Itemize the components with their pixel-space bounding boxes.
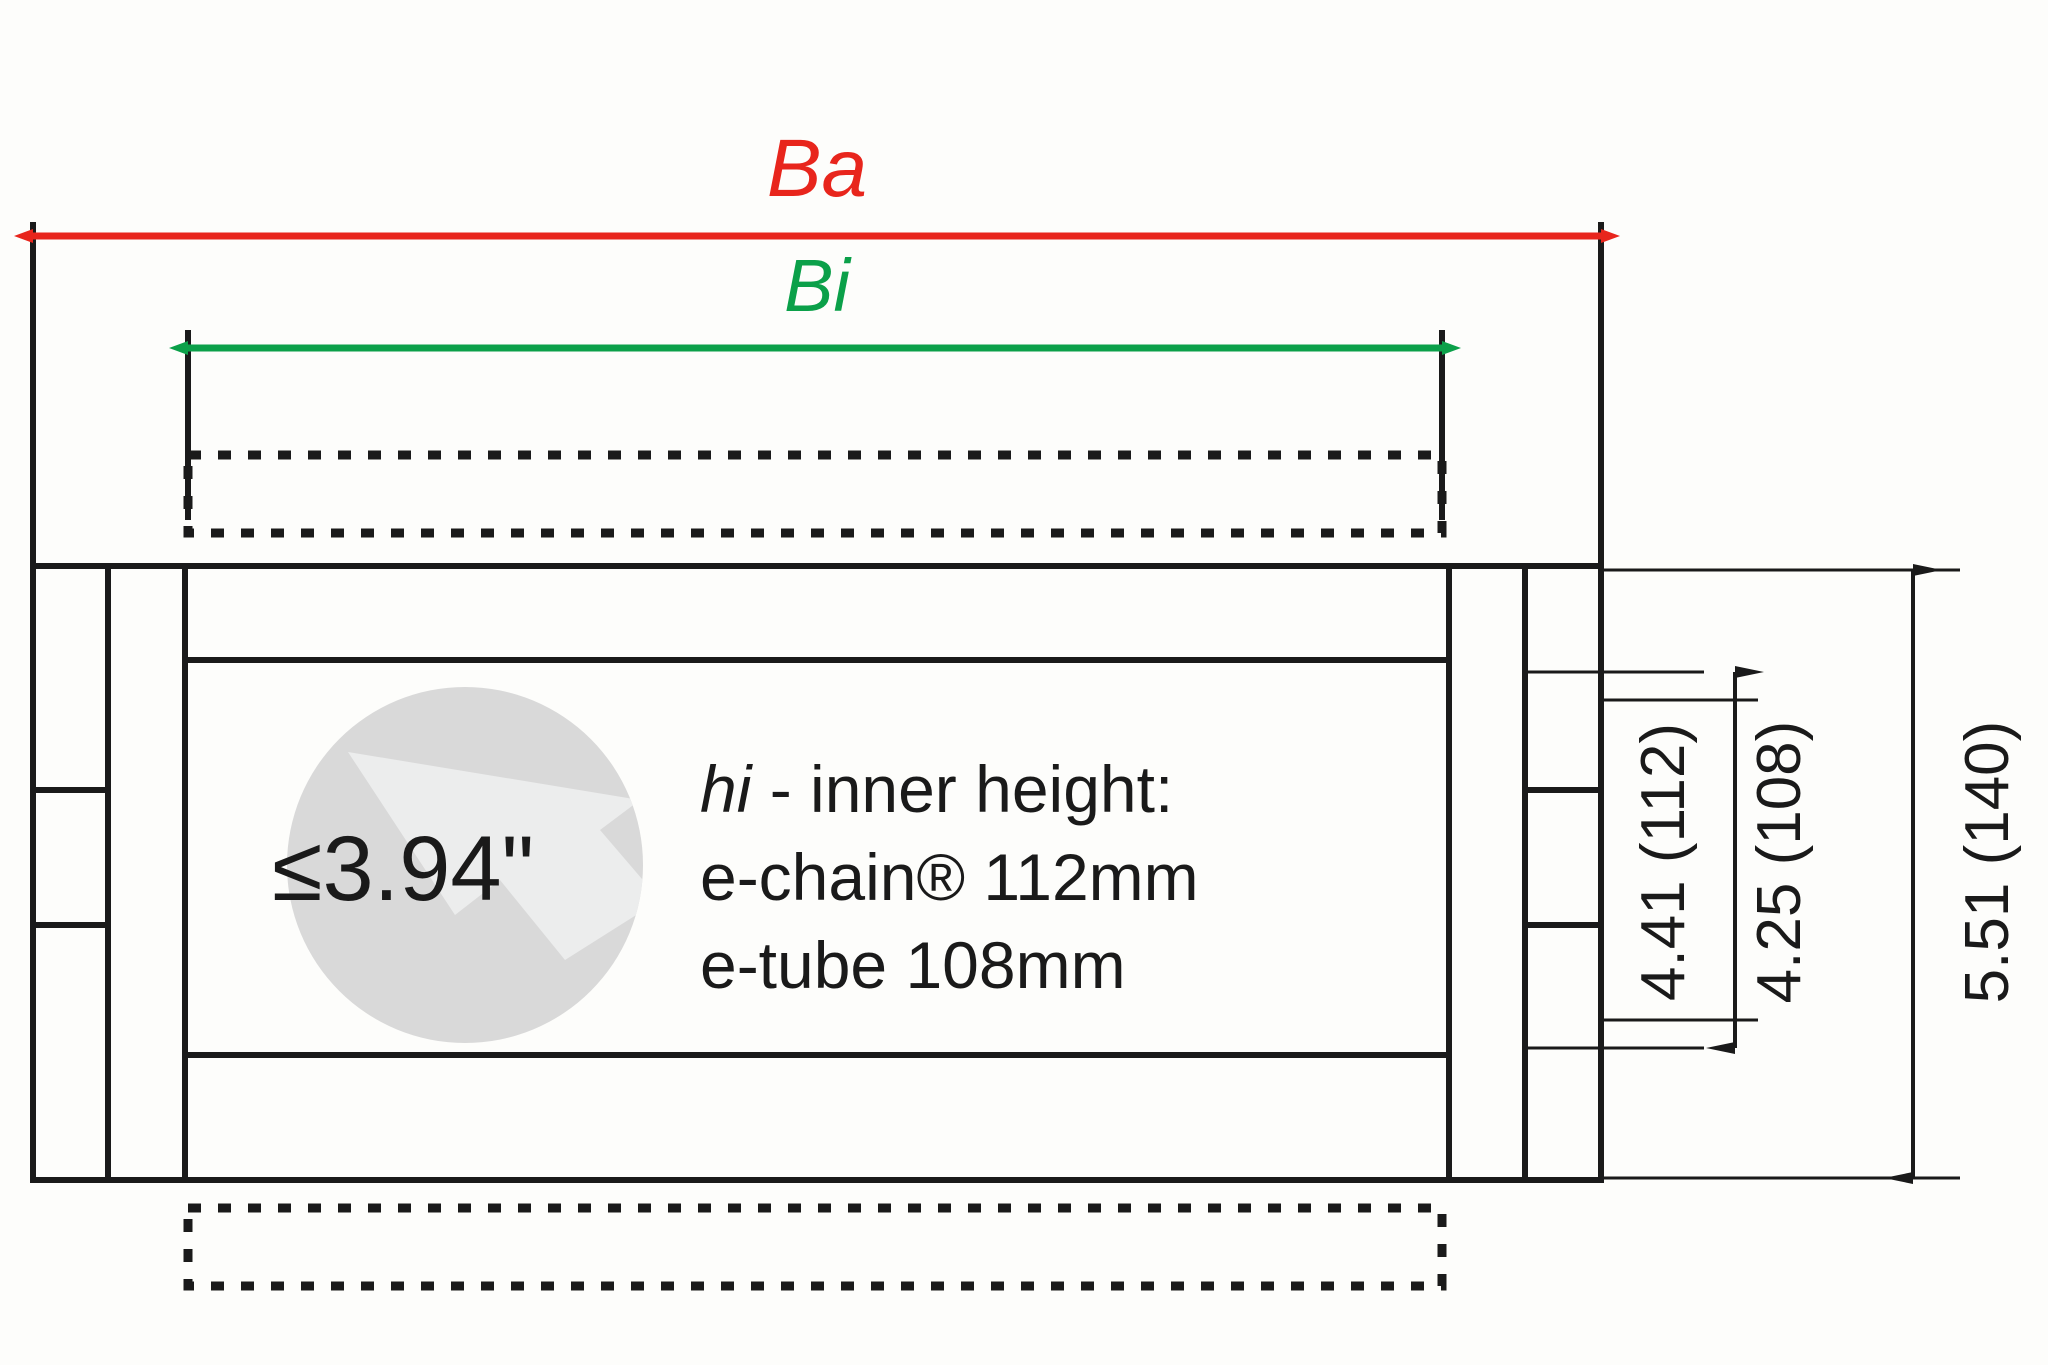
callout-line-3: e-tube 108mm — [700, 928, 1126, 1002]
inner-height-etube-label: 4.25 (108) — [1745, 721, 1814, 1004]
chain-cross-section — [30, 563, 1604, 1183]
inner-height-etube-dimension — [1601, 698, 1758, 1022]
overall-height-dimension — [1601, 564, 1960, 1184]
outer-width-dimension — [14, 222, 1620, 570]
pointer-arrow-icon — [348, 752, 643, 960]
inner-height-echain-dimension — [1525, 666, 1764, 1054]
overall-outline — [30, 563, 1604, 1183]
inner-width-dimension — [169, 330, 1461, 520]
inner-width-label: Bi — [784, 244, 852, 327]
callout-line-1-rest: - inner height: — [751, 752, 1173, 826]
badge-value-label: ≤3.94" — [272, 818, 534, 920]
callout-line-2: e-chain® 112mm — [700, 840, 1199, 914]
callout-hi-symbol: hi — [700, 752, 754, 826]
overall-height-label: 5.51 (140) — [1953, 721, 2022, 1004]
outer-width-label: Ba — [767, 123, 867, 214]
upper-dotted-outline — [183, 450, 1447, 538]
inner-height-echain-label: 4.41 (112) — [1629, 723, 1698, 1001]
max-height-badge — [287, 687, 643, 1043]
lower-dotted-outline — [183, 1203, 1447, 1291]
pointer-arrow-shape — [348, 752, 643, 960]
callout-line-1: hi - inner height: — [700, 752, 1173, 826]
